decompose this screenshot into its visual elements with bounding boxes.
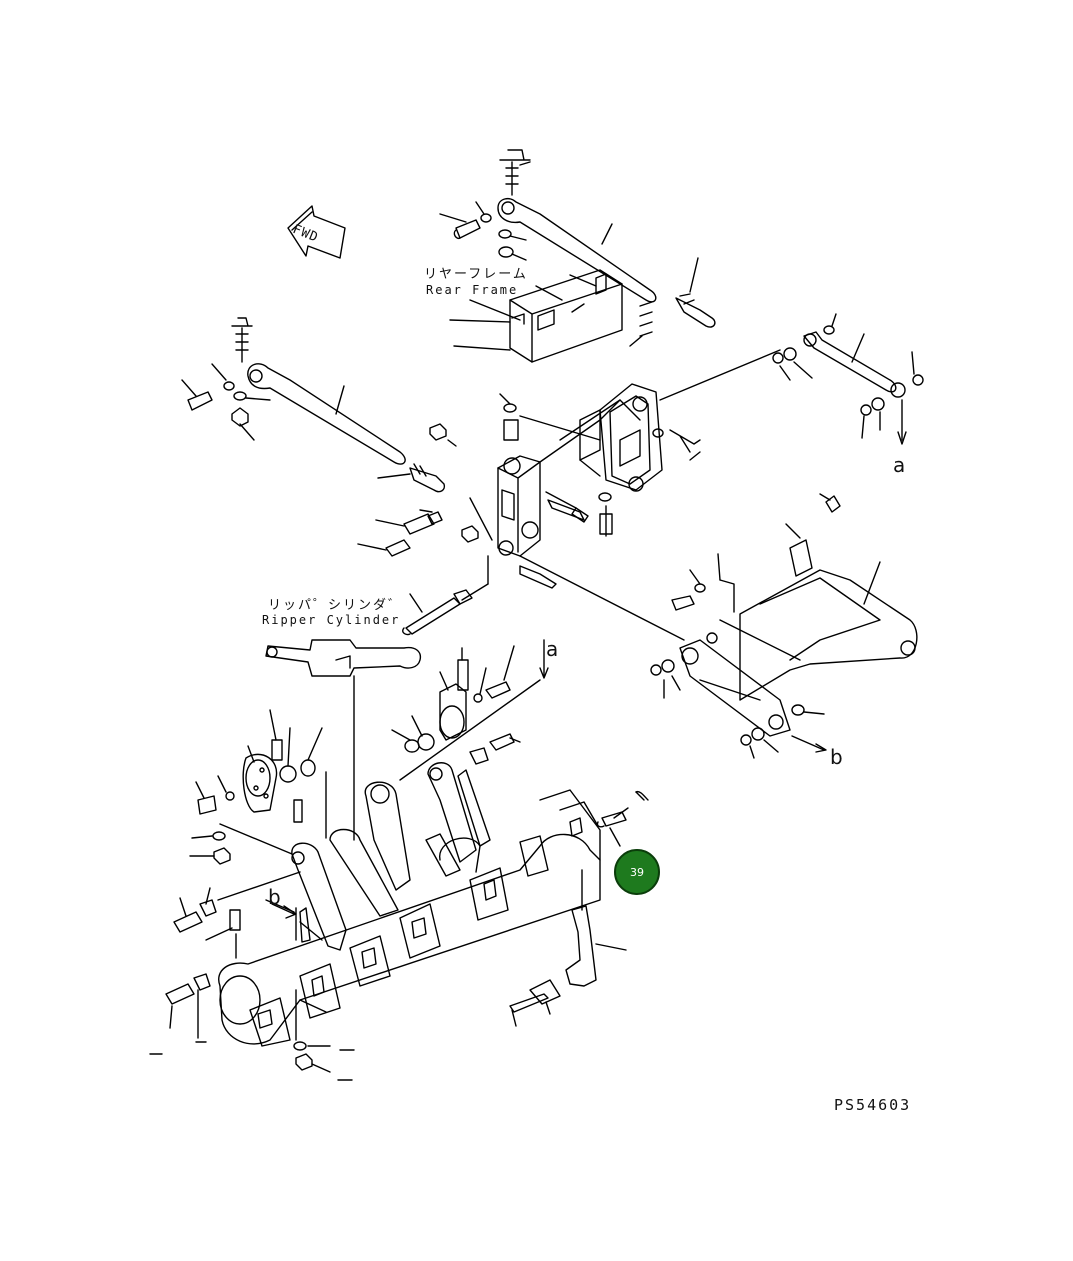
right-bracket xyxy=(599,349,781,492)
bolt-icon xyxy=(429,393,613,589)
fwd-arrow-icon xyxy=(287,205,346,259)
rear-frame-label-jp: リヤーフレーム xyxy=(424,267,528,282)
rear-frame-block xyxy=(449,269,653,363)
lift-arm xyxy=(291,762,491,951)
grease-fitting-icon xyxy=(149,709,355,1081)
center-bracket xyxy=(497,399,641,557)
reference-label-b-right: b xyxy=(830,745,844,769)
part-callout-39[interactable]: 39 xyxy=(614,849,660,895)
washer-icon xyxy=(475,201,527,261)
left-link-rod xyxy=(181,317,446,493)
ref-arrow-icon xyxy=(271,639,549,919)
pin-icon xyxy=(357,497,493,636)
ripper-shank xyxy=(509,790,649,1027)
upper-link-rod xyxy=(497,149,716,328)
ripper-cylinder-label-en: Ripper Cylinder xyxy=(262,613,401,627)
ripper-shank-frame xyxy=(218,789,601,1047)
drawing-number: PS54603 xyxy=(834,1096,912,1114)
ripper-cylinder xyxy=(265,639,422,841)
ripper-cylinder-label-jp: リッパ゜シリンダ゛ xyxy=(268,598,404,613)
reference-label-b-left: b xyxy=(268,885,282,909)
rear-frame-label-en: Rear Frame xyxy=(426,283,519,297)
ripper-beam xyxy=(519,493,918,759)
washer-icon xyxy=(391,645,541,781)
pin-icon xyxy=(439,213,481,240)
right-link-rod xyxy=(772,313,924,445)
reference-label-a-center: a xyxy=(546,637,560,661)
reference-label-a-right: a xyxy=(893,453,907,477)
